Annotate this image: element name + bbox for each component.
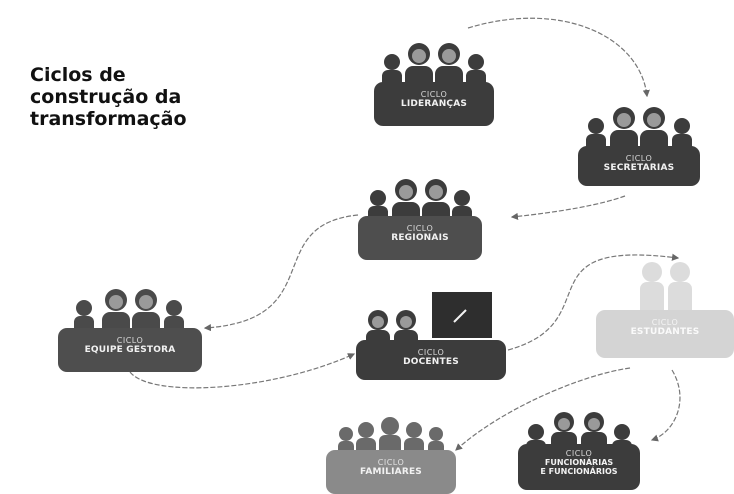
node-label-box: CICLO FUNCIONÁRIAS E FUNCIONÁRIOS <box>518 444 640 490</box>
arrow-secretarias-regionais <box>510 195 626 220</box>
node-ciclo-secretarias: CICLO SECRETARIAS <box>578 98 700 186</box>
node-ciclo-equipe-gestora: CICLO EQUIPE GESTORA <box>58 282 202 372</box>
arrow-estudantes-funcionarias <box>650 369 681 442</box>
node-ciclo-familiares: CICLO FAMILIARES <box>326 404 456 494</box>
arrow-liderancas-secretarias <box>467 17 650 98</box>
students-icon <box>640 262 692 318</box>
node-ciclo-funcionarias: CICLO FUNCIONÁRIAS E FUNCIONÁRIOS <box>518 400 640 490</box>
node-label-box: CICLO ESTUDANTES <box>596 310 734 358</box>
node-ciclo-liderancas: CICLO LIDERANÇAS <box>374 30 494 126</box>
node-label-box: CICLO REGIONAIS <box>358 216 482 260</box>
page-title: Ciclos de construção da transformação <box>30 64 187 130</box>
node-ciclo-docentes: CICLO DOCENTES <box>356 292 506 380</box>
node-ciclo-estudantes: CICLO ESTUDANTES <box>596 258 734 358</box>
arrow-estudantes-familiares <box>455 367 631 451</box>
arrow-equipe-docentes <box>129 353 356 389</box>
node-label-box: CICLO LIDERANÇAS <box>374 82 494 126</box>
arrow-docentes-estudantes <box>507 253 680 351</box>
node-label-box: CICLO FAMILIARES <box>326 450 456 494</box>
arrow-regionais-equipe <box>203 214 359 332</box>
node-ciclo-regionais: CICLO REGIONAIS <box>358 168 482 260</box>
node-label-box: CICLO SECRETARIAS <box>578 146 700 186</box>
group-of-people-icon <box>382 43 486 90</box>
node-label-box: CICLO EQUIPE GESTORA <box>58 328 202 372</box>
node-label-box: CICLO DOCENTES <box>356 340 506 380</box>
